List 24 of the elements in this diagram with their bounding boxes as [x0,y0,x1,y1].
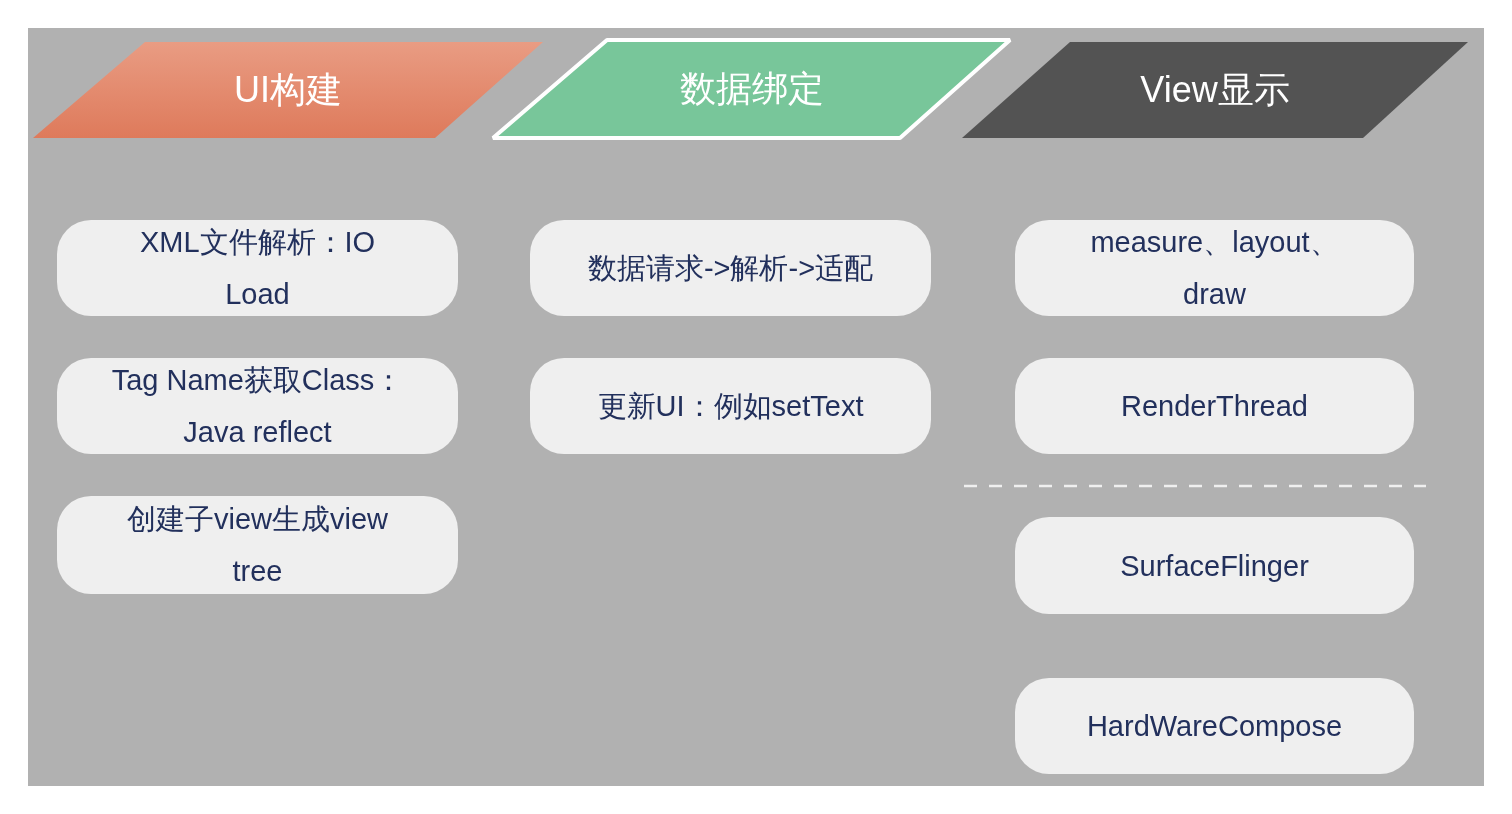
rounded-box [57,496,458,594]
rounded-box [1015,358,1414,454]
banner-title: 数据绑定 [679,68,824,110]
item-text: 数据请求->解析->适配 [586,251,875,286]
item-text: HardWareCompose [1085,709,1344,744]
item-text: 更新UI：例如setText [596,389,865,424]
banner-title: UI构建 [234,69,342,111]
parallelogram-banner [490,37,1013,141]
rounded-box [1015,517,1414,614]
item-text: RenderThread [1120,389,1309,424]
parallelogram-banner [33,42,543,138]
item-text: measure、layout、draw [1089,225,1340,312]
rounded-box [530,220,931,316]
item-text: XML文件解析：IO Load [138,225,377,312]
rounded-box [530,358,931,454]
item-text: SurfaceFlinger [1119,548,1310,584]
item-text: 创建子view生成view tree [126,502,389,589]
rounded-box [57,358,458,454]
parallelogram-banner [962,42,1468,138]
rounded-box [1015,220,1414,316]
banner-title: View显示 [1140,69,1290,111]
rounded-box [1015,678,1414,774]
item-text: Tag Name获取Class：Java reflect [110,363,405,450]
rounded-box [57,220,458,316]
